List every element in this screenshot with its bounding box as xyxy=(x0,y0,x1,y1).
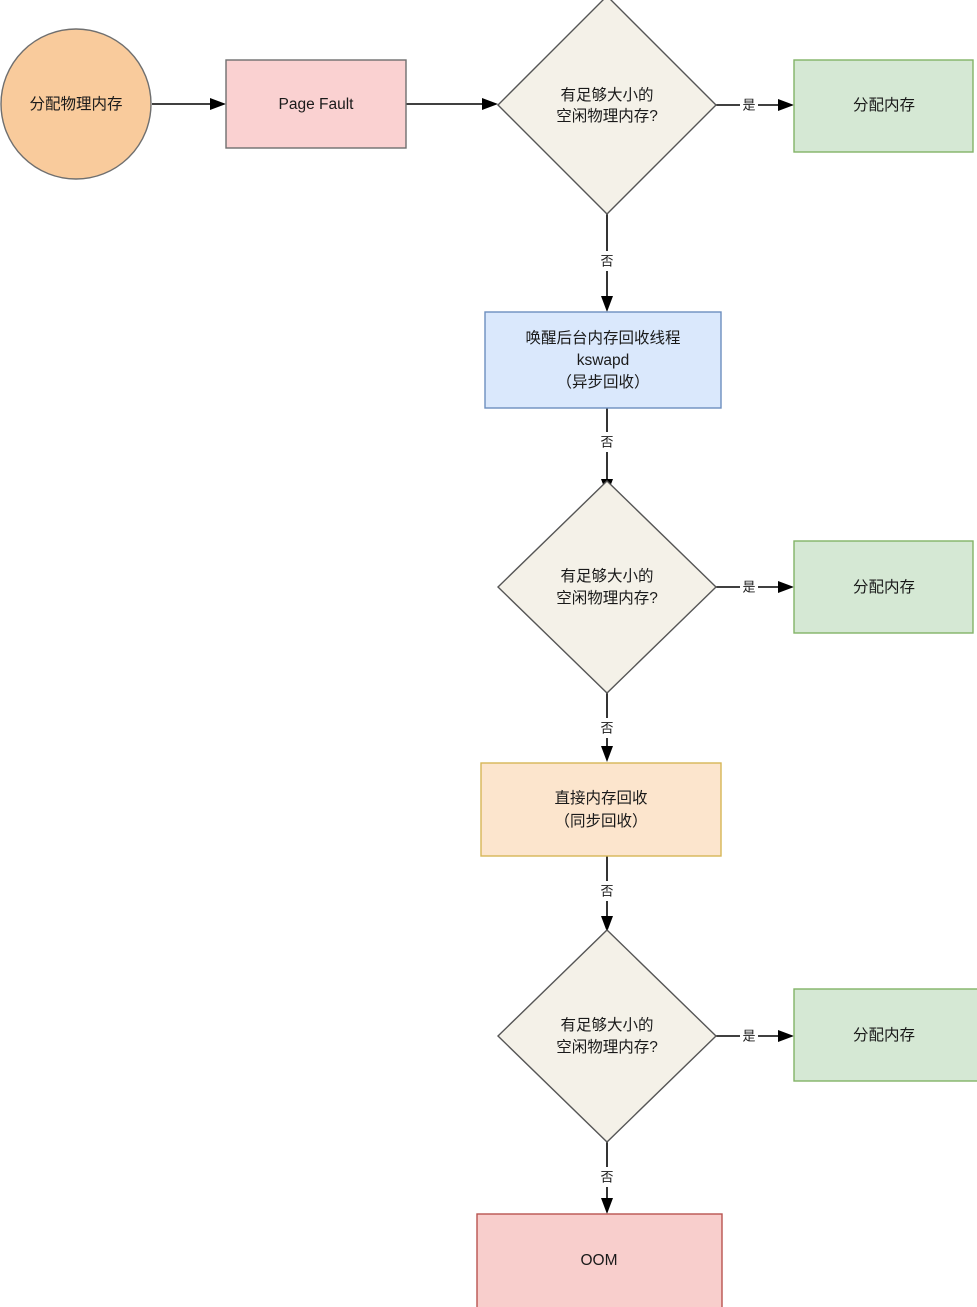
edges-layer: 是 否 否 是 xyxy=(152,95,794,1214)
node-decision-3[interactable]: 有足够大小的 空闲物理内存? xyxy=(496,929,718,1143)
decision-1-label-line-1: 有足够大小的 xyxy=(560,86,653,104)
decision-3-diamond xyxy=(496,929,718,1143)
decision-1-label-line-2: 空闲物理内存? xyxy=(556,107,658,125)
edge-label-yes-2: 是 xyxy=(742,579,755,594)
alloc-1-label: 分配内存 xyxy=(853,96,915,114)
node-alloc-3[interactable]: 分配内存 xyxy=(793,988,977,1082)
decision-3-label-line-2: 空闲物理内存? xyxy=(556,1038,658,1056)
direct-reclaim-rect xyxy=(480,762,722,857)
kswapd-label-line-3: （异步回收） xyxy=(556,373,649,391)
kswapd-label-line-1: 唤醒后台内存回收线程 xyxy=(525,329,680,347)
page-fault-rect xyxy=(225,59,407,149)
edge-label-no-2: 否 xyxy=(600,434,613,449)
node-alloc-2[interactable]: 分配内存 xyxy=(793,540,974,634)
edge-decision-2-to-alloc-2: 是 xyxy=(716,577,794,597)
decision-2-label-line-1: 有足够大小的 xyxy=(560,567,653,585)
node-direct-reclaim[interactable]: 直接内存回收 （同步回收） xyxy=(480,762,722,857)
edge-label-no-4: 否 xyxy=(600,883,613,898)
decision-2-diamond xyxy=(496,480,718,694)
node-alloc-1[interactable]: 分配内存 xyxy=(793,59,974,153)
edge-label-yes-3: 是 xyxy=(742,1028,755,1043)
decision-2-label-line-2: 空闲物理内存? xyxy=(556,589,658,607)
direct-reclaim-label-line-1: 直接内存回收 xyxy=(554,789,647,807)
oom-rect xyxy=(476,1213,723,1307)
start-ellipse xyxy=(0,28,152,180)
edge-label-no-3: 否 xyxy=(600,720,613,735)
alloc-3-rect xyxy=(793,988,977,1082)
decision-1-diamond xyxy=(497,0,717,215)
node-decision-1[interactable]: 有足够大小的 空闲物理内存? xyxy=(497,0,717,215)
node-page-fault[interactable]: Page Fault xyxy=(225,59,407,149)
edge-start-to-page-fault xyxy=(152,98,226,110)
start-label: 分配物理内存 xyxy=(29,95,122,113)
alloc-2-rect xyxy=(793,540,974,634)
node-kswapd[interactable]: 唤醒后台内存回收线程 kswapd （异步回收） xyxy=(484,311,722,409)
node-oom[interactable]: OOM xyxy=(476,1213,723,1307)
edge-direct-reclaim-to-decision-3: 否 xyxy=(598,856,616,932)
alloc-3-label: 分配内存 xyxy=(853,1026,915,1044)
edge-decision-1-to-alloc-1: 是 xyxy=(716,95,794,115)
edge-decision-3-to-oom: 否 xyxy=(598,1142,616,1214)
edge-page-fault-to-decision-1 xyxy=(406,98,498,110)
edge-label-no-1: 否 xyxy=(600,253,613,268)
alloc-1-rect xyxy=(793,59,974,153)
edge-label-yes-1: 是 xyxy=(742,97,755,112)
node-start[interactable]: 分配物理内存 xyxy=(0,28,152,180)
decision-3-label-line-1: 有足够大小的 xyxy=(560,1016,653,1034)
alloc-2-label: 分配内存 xyxy=(853,578,915,596)
page-fault-label: Page Fault xyxy=(279,96,355,113)
kswapd-label-line-2: kswapd xyxy=(577,352,630,369)
edge-decision-3-to-alloc-3: 是 xyxy=(716,1026,794,1046)
node-decision-2[interactable]: 有足够大小的 空闲物理内存? xyxy=(496,480,718,694)
oom-label: OOM xyxy=(580,1252,617,1269)
edge-label-no-5: 否 xyxy=(600,1169,613,1184)
edge-decision-1-to-kswapd: 否 xyxy=(598,212,616,312)
edge-decision-2-to-direct-reclaim: 否 xyxy=(598,693,616,762)
direct-reclaim-label-line-2: （同步回收） xyxy=(554,812,647,830)
kswapd-rect xyxy=(484,311,722,409)
